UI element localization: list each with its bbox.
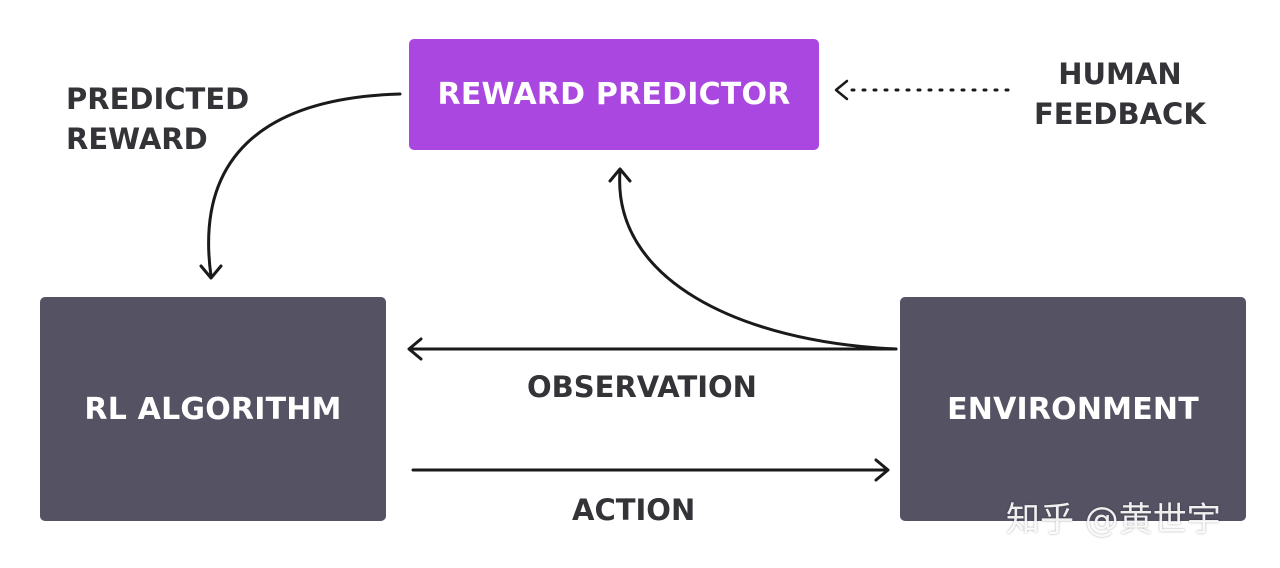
reward-predictor-node: REWARD PREDICTOR: [409, 39, 819, 150]
observation-arrowhead: [407, 337, 423, 361]
predicted-reward-arrow: [207, 92, 402, 278]
human-feedback-line-2: FEEDBACK: [1034, 97, 1206, 131]
human-feedback-label: HUMAN FEEDBACK: [1034, 54, 1206, 134]
predicted-reward-line-1: PREDICTED: [66, 82, 250, 116]
predicted-reward-label: PREDICTED REWARD: [66, 79, 249, 159]
rl-algorithm-node: RL ALGORITHM: [40, 297, 386, 521]
observation-to-reward-arrow: [618, 169, 898, 351]
observation-to-reward-arrowhead: [608, 167, 632, 183]
environment-label: ENVIRONMENT: [947, 391, 1199, 427]
reward-predictor-label: REWARD PREDICTOR: [437, 77, 791, 112]
predicted-reward-arrowhead: [199, 264, 223, 280]
watermark: 知乎 @黄世宇: [1006, 500, 1221, 540]
observation-label: OBSERVATION: [527, 370, 757, 404]
human-feedback-arrowhead: [834, 79, 849, 101]
predicted-reward-line-2: REWARD: [66, 122, 208, 156]
action-arrowhead: [874, 458, 890, 482]
environment-node: ENVIRONMENT: [900, 297, 1246, 521]
rl-algorithm-label: RL ALGORITHM: [84, 391, 342, 427]
human-feedback-line-1: HUMAN: [1058, 57, 1182, 91]
action-label: ACTION: [572, 493, 696, 527]
